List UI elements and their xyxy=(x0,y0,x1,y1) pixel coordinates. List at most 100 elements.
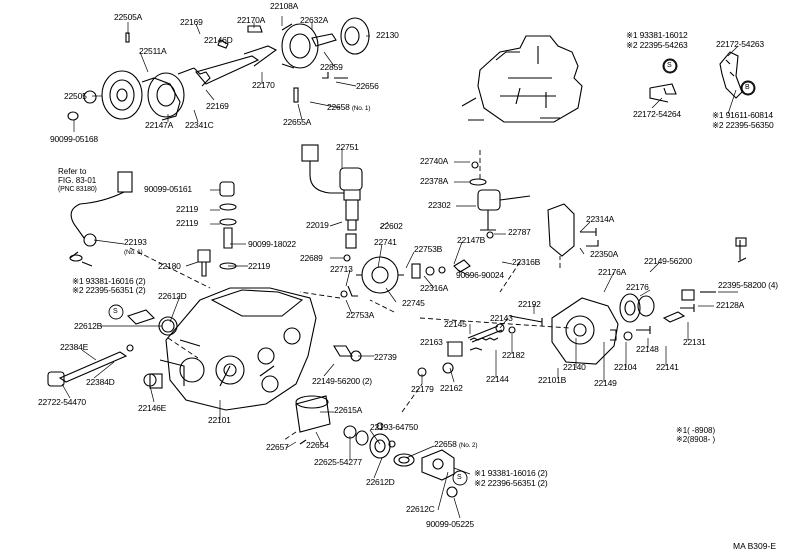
part-label[interactable]: 22314A xyxy=(586,214,615,224)
part-label[interactable]: 22741 xyxy=(374,237,397,247)
part-label[interactable]: 22316B xyxy=(512,257,541,267)
part-label[interactable]: ※1 91611-60814 xyxy=(712,110,773,120)
part-label[interactable]: 22384E xyxy=(60,342,89,352)
part-label[interactable]: 22632A xyxy=(300,15,329,25)
part-label[interactable]: 22654 xyxy=(306,440,329,450)
part-label[interactable]: 22162 xyxy=(440,383,463,393)
part-label[interactable]: 22147B xyxy=(457,235,486,245)
part-label[interactable]: 22149-56200 (2) xyxy=(312,376,372,386)
part-label[interactable]: 22384D xyxy=(86,377,115,387)
part-label[interactable]: 22179 xyxy=(411,384,434,394)
part-label[interactable]: 22104 xyxy=(614,362,637,372)
part-label[interactable]: 22739 xyxy=(374,352,397,362)
part-label[interactable]: 22753A xyxy=(346,310,375,320)
part-label[interactable]: 22753B xyxy=(414,244,443,254)
part-note: (No. 1) xyxy=(124,248,143,256)
part-label[interactable]: 22787 xyxy=(508,227,531,237)
part-label[interactable]: 22101 xyxy=(208,415,231,425)
part-label[interactable]: 90099-05161 xyxy=(144,184,192,194)
governor-mechanism xyxy=(340,161,597,298)
part-label[interactable]: 22625-54277 xyxy=(314,457,362,467)
part-label[interactable]: 22745 xyxy=(402,298,425,308)
part-label[interactable]: 22176 xyxy=(626,282,649,292)
part-label[interactable]: 22192 xyxy=(518,299,541,309)
part-label[interactable]: 22656 xyxy=(356,81,379,91)
part-label[interactable]: 22149 xyxy=(594,378,617,388)
part-label[interactable]: 22612D xyxy=(366,477,395,487)
part-label[interactable]: 22689 xyxy=(300,253,323,263)
part-label[interactable]: 22019 xyxy=(306,220,329,230)
part-label[interactable]: 22101B xyxy=(538,375,567,385)
part-label[interactable]: 22144 xyxy=(486,374,509,384)
part-label[interactable]: 22658 (No. 2) xyxy=(434,440,477,450)
part-label[interactable]: 22615A xyxy=(334,405,363,415)
part-label[interactable]: 22149-56200 xyxy=(644,256,692,266)
part-label[interactable]: 22378A xyxy=(420,176,449,186)
part-label[interactable]: 22131 xyxy=(683,337,706,347)
part-label[interactable]: 22612D xyxy=(158,291,187,301)
part-label[interactable]: 22176A xyxy=(598,267,627,277)
part-label[interactable]: 22602 xyxy=(380,221,403,231)
part-label[interactable]: 90099-05168 xyxy=(50,134,98,144)
part-label[interactable]: ※2 22395-56351 (2) xyxy=(72,285,146,295)
part-label[interactable]: 22170A xyxy=(237,15,266,25)
part-label[interactable]: 90099-18022 xyxy=(248,239,296,249)
legend-range-1: ( -8908) xyxy=(687,426,716,435)
part-label[interactable]: 22172-54264 xyxy=(633,109,681,119)
part-label[interactable]: 22740A xyxy=(420,156,449,166)
part-label[interactable]: 22143 xyxy=(490,313,513,323)
part-label[interactable]: 22505A xyxy=(114,12,143,22)
part-label[interactable]: 22140 xyxy=(563,362,586,372)
part-label[interactable]: 22395-58200 (4) xyxy=(718,280,778,290)
part-label[interactable]: 22316A xyxy=(420,283,449,293)
part-label[interactable]: 90096-90024 xyxy=(456,270,504,280)
part-label[interactable]: 22751 xyxy=(336,142,359,152)
part-label[interactable]: 22193(No. 1) xyxy=(124,238,147,256)
part-label[interactable]: 22108A xyxy=(270,1,299,11)
part-label[interactable]: 22182 xyxy=(502,350,525,360)
part-label[interactable]: 22141 xyxy=(656,362,679,372)
part-label[interactable]: 22119 xyxy=(176,218,199,228)
part-label[interactable]: ※2 22395-56350 xyxy=(712,120,774,130)
part-label[interactable]: ※2 22396-56351 (2) xyxy=(474,478,548,488)
part-label[interactable]: 22146E xyxy=(138,403,167,413)
part-label[interactable]: 22146D xyxy=(204,35,233,45)
part-label[interactable]: 22119 xyxy=(248,261,271,271)
part-label[interactable]: 22655A xyxy=(283,117,312,127)
part-label[interactable]: 22193-64750 xyxy=(370,422,418,432)
part-label[interactable]: 22612C xyxy=(406,504,435,514)
adjusting-screw xyxy=(47,344,134,387)
part-label[interactable]: 22169 xyxy=(180,17,203,27)
part-label[interactable]: 22505 xyxy=(64,91,87,101)
part-label[interactable]: 22859 xyxy=(320,62,343,72)
part-label[interactable]: 22147A xyxy=(145,120,174,130)
part-label[interactable]: 22511A xyxy=(139,46,167,56)
part-label[interactable]: 22169 xyxy=(206,101,229,111)
part-label[interactable]: 22148 xyxy=(636,344,659,354)
part-label[interactable]: 22172-54263 xyxy=(716,39,764,49)
gasket-ring xyxy=(126,309,178,336)
part-label[interactable]: 22180 xyxy=(158,261,181,271)
part-label[interactable]: 22163 xyxy=(420,337,443,347)
part-label[interactable]: 22657 xyxy=(266,442,289,452)
part-label[interactable]: 22128A xyxy=(716,300,745,310)
part-label[interactable]: 22350A xyxy=(590,249,619,259)
part-label[interactable]: 22713 xyxy=(330,264,353,274)
part-label[interactable]: ※1 93381-16012 xyxy=(626,30,688,40)
part-label[interactable]: 22658 (No. 1) xyxy=(327,103,370,113)
part-label[interactable]: 22722-54470 xyxy=(38,397,86,407)
part-label[interactable]: 22130 xyxy=(376,30,399,40)
part-label[interactable]: 22302 xyxy=(428,200,451,210)
part-label[interactable]: 22145 xyxy=(444,319,467,329)
part-label[interactable]: 22341C xyxy=(185,120,214,130)
part-label[interactable]: 90099-05225 xyxy=(426,519,474,529)
part-label[interactable]: ※1 93381-16016 (2) xyxy=(72,276,146,286)
part-label[interactable]: 22170 xyxy=(252,80,275,90)
part-label[interactable]: 22119 xyxy=(176,204,199,214)
part-number: 22658 xyxy=(327,102,350,112)
plug-and-nut xyxy=(69,251,157,387)
part-label[interactable]: ※2 22395-54263 xyxy=(626,40,688,50)
part-label[interactable]: ※1 93381-16016 (2) xyxy=(474,468,548,478)
part-label[interactable]: 22612B xyxy=(74,321,103,331)
